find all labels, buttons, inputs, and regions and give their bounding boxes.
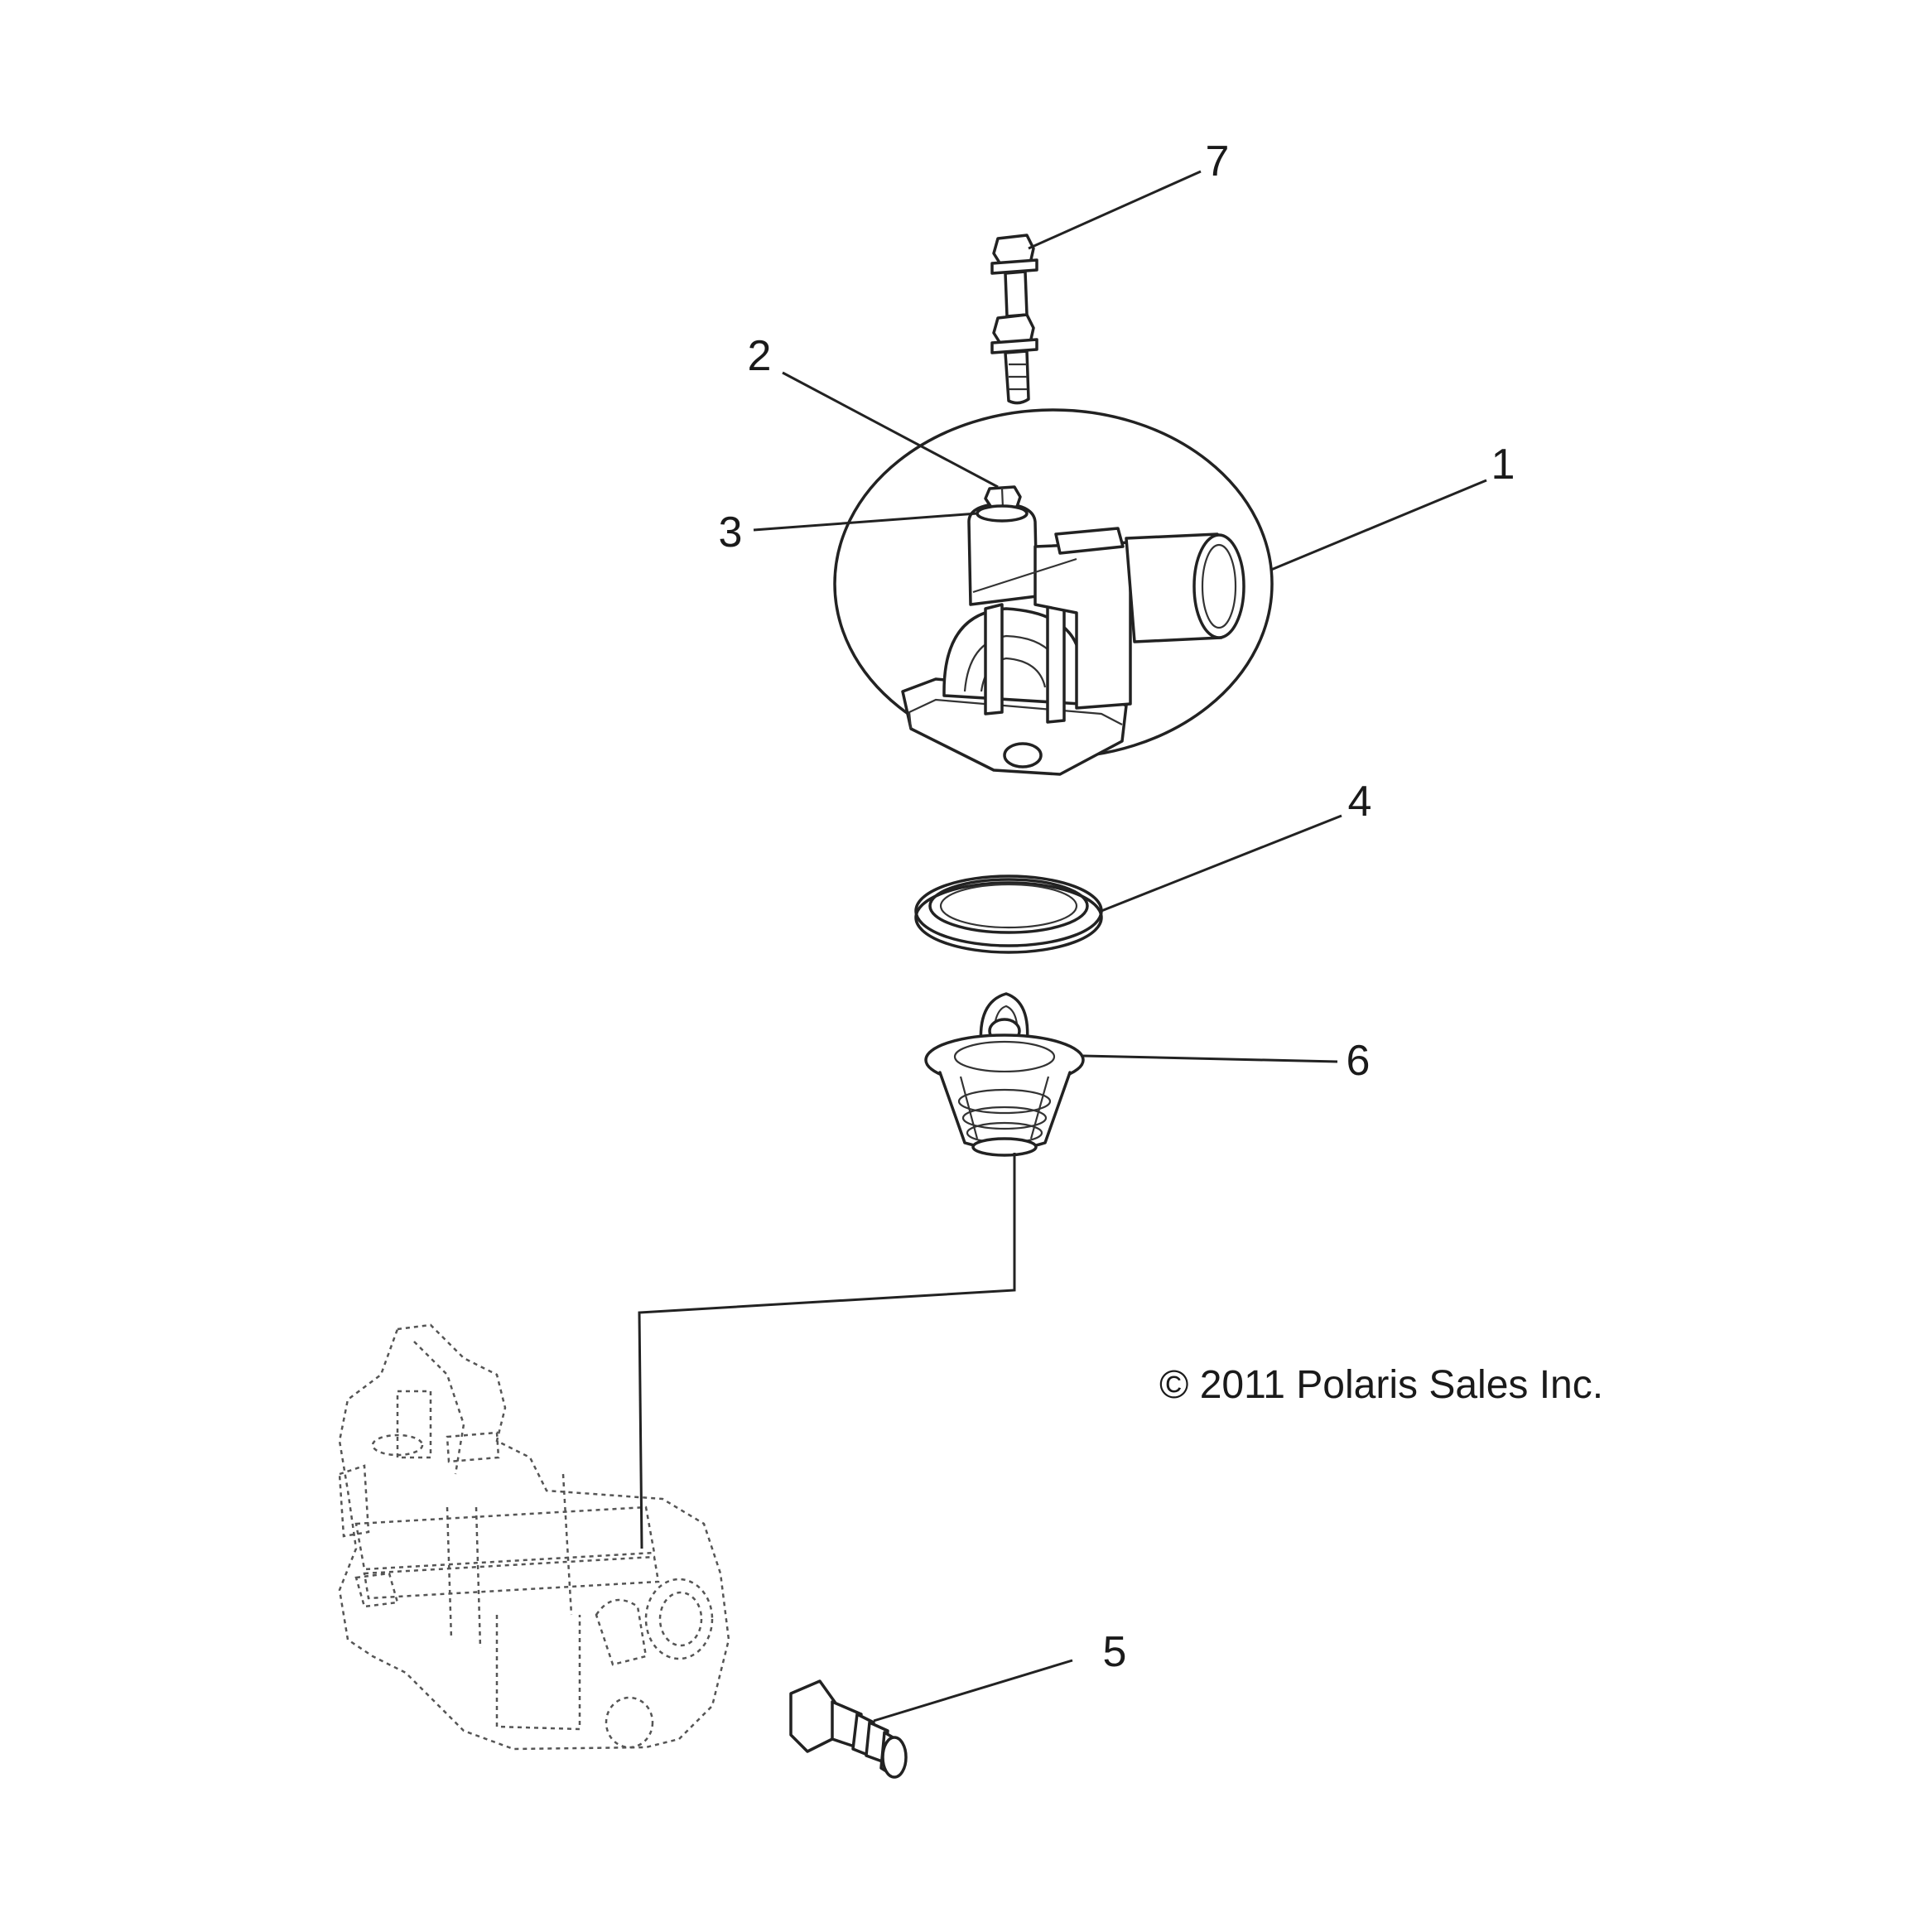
callout-3: 3	[719, 508, 743, 556]
callout-5: 5	[1103, 1628, 1127, 1676]
hose-fitting-part[interactable]	[789, 1679, 908, 1779]
seal-ring-part[interactable]	[914, 874, 1103, 954]
callout-2: 2	[748, 332, 772, 380]
callout-4: 4	[1348, 778, 1372, 826]
copyright-notice: © 2011 Polaris Sales Inc.	[1159, 1363, 1603, 1407]
callout-6: 6	[1347, 1037, 1371, 1085]
screw-part[interactable]	[990, 234, 1038, 405]
thermostat-housing-part[interactable]	[833, 408, 1274, 776]
leader-lines	[638, 170, 1487, 1722]
callout-7: 7	[1206, 137, 1230, 185]
engine-block-reference	[338, 1323, 730, 1751]
callout-1: 1	[1491, 441, 1515, 489]
bleed-screw-seal-part[interactable]	[976, 504, 1029, 523]
thermostat-part[interactable]	[924, 992, 1085, 1157]
